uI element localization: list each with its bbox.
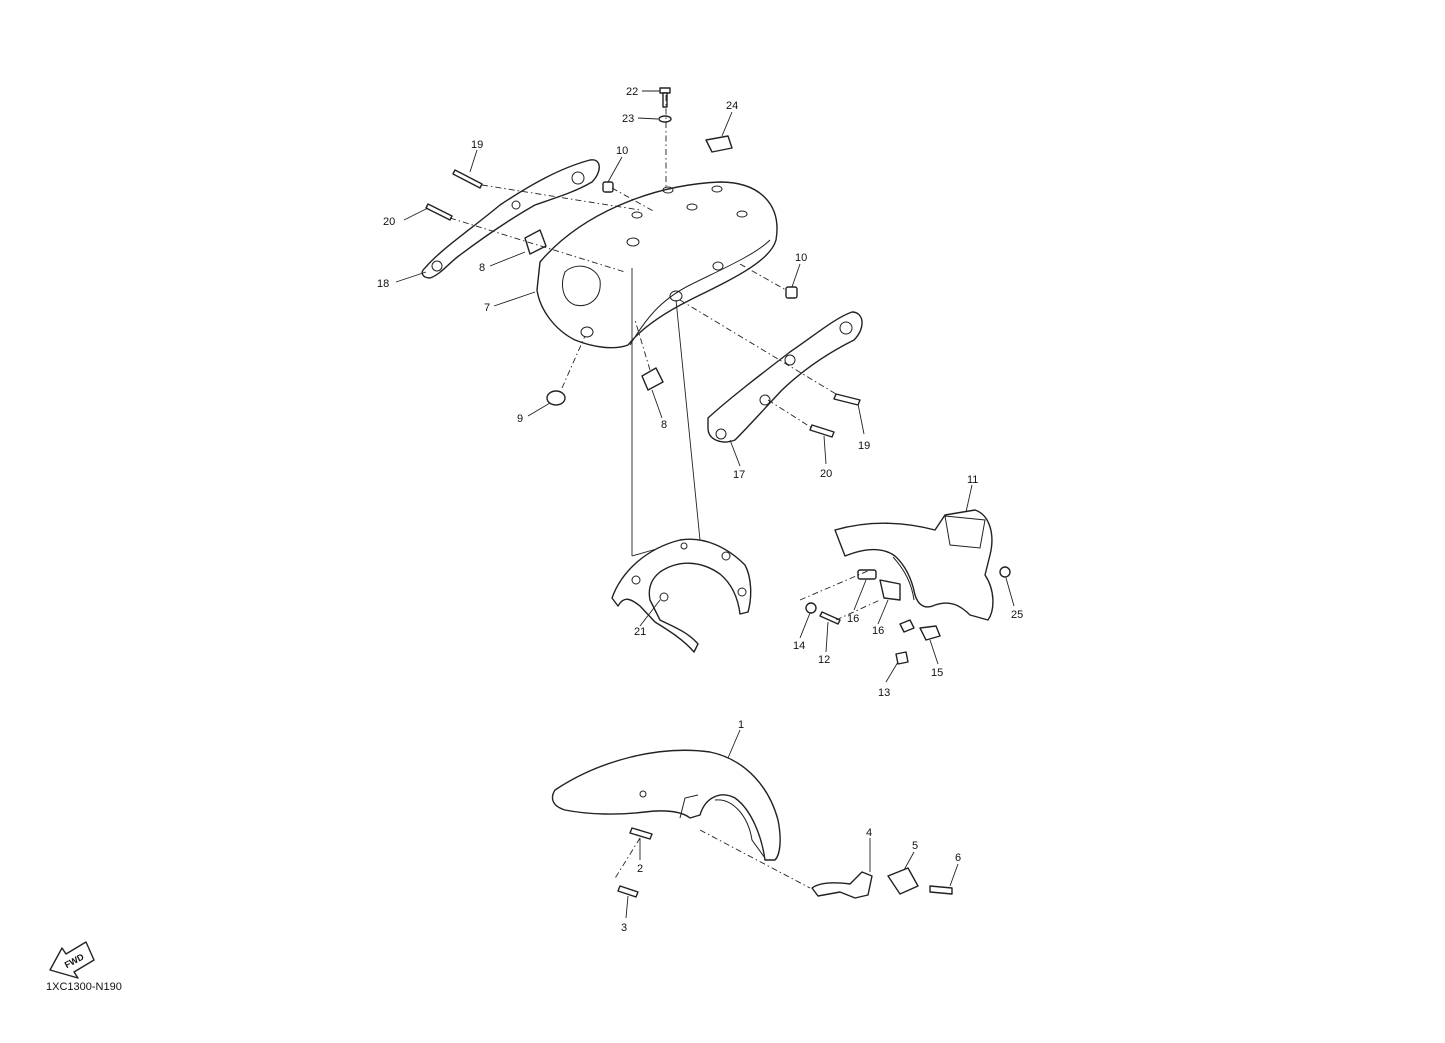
callout-16: 16	[872, 625, 884, 637]
callout-10: 10	[616, 145, 628, 157]
callout-13: 13	[878, 687, 890, 699]
callout-8: 8	[661, 419, 667, 431]
rear-fender-part-7	[536, 181, 778, 349]
callout-3: 3	[621, 922, 627, 934]
plate-part-8-upper	[524, 229, 547, 255]
bolt-part-20-right	[809, 424, 835, 438]
front-fender-part-1	[551, 749, 781, 861]
callout-23: 23	[622, 113, 634, 125]
callout-5: 5	[912, 840, 918, 852]
rail-part-17	[707, 311, 863, 443]
clip-part	[899, 619, 915, 633]
callout-7: 7	[484, 302, 490, 314]
bracket-part-4	[811, 871, 873, 899]
callout-16: 16	[847, 613, 859, 625]
fwd-arrow-icon: FWD	[49, 941, 95, 979]
callout-25: 25	[1011, 609, 1023, 621]
washer-part-25	[999, 566, 1011, 578]
clamp-part-5	[887, 867, 919, 895]
nut-part-10-upper	[602, 181, 614, 193]
callout-2: 2	[637, 863, 643, 875]
spacer-part-16-a	[857, 569, 877, 580]
callout-19: 19	[471, 139, 483, 151]
bolt-part-22	[659, 87, 671, 108]
callout-17: 17	[733, 469, 745, 481]
callout-14: 14	[793, 640, 805, 652]
clamp-part-15	[919, 625, 941, 641]
bolt-part-3	[617, 885, 639, 898]
callout-12: 12	[818, 654, 830, 666]
callout-15: 15	[931, 667, 943, 679]
callout-6: 6	[955, 852, 961, 864]
plate-part-24	[705, 135, 733, 153]
bolt-part-6	[929, 885, 953, 895]
bolt-part-20-left	[425, 203, 453, 221]
callout-21: 21	[634, 626, 646, 638]
diagram-code: 1XC1300-N190	[46, 981, 122, 993]
washer-part-14	[805, 602, 817, 614]
bolt-part-12	[819, 611, 841, 625]
cover-part-11	[834, 509, 994, 621]
callout-9: 9	[517, 413, 523, 425]
bracket-part-21	[611, 538, 752, 653]
callout-4: 4	[866, 827, 872, 839]
rail-part-18	[421, 159, 600, 279]
plate-part-8-lower	[641, 367, 664, 391]
callout-22: 22	[626, 86, 638, 98]
bolt-part-2	[629, 827, 653, 840]
callout-20: 20	[820, 468, 832, 480]
bolt-part-19-right	[833, 393, 861, 406]
callout-10: 10	[795, 252, 807, 264]
nut-part-13	[895, 651, 909, 665]
callout-labels: 22 23 24 19 10 20 8 18 7 10 9 8 19 17 20…	[377, 86, 1023, 934]
callout-1: 1	[738, 719, 744, 731]
callout-18: 18	[377, 278, 389, 290]
callout-8: 8	[479, 262, 485, 274]
callout-24: 24	[726, 100, 738, 112]
nut-part-10-lower	[785, 286, 798, 299]
callout-11: 11	[967, 474, 978, 486]
callout-19: 19	[858, 440, 870, 452]
washer-part-23	[658, 115, 672, 123]
bolt-part-19-left	[452, 169, 483, 189]
grommet-part-9	[546, 390, 566, 406]
callout-20: 20	[383, 216, 395, 228]
